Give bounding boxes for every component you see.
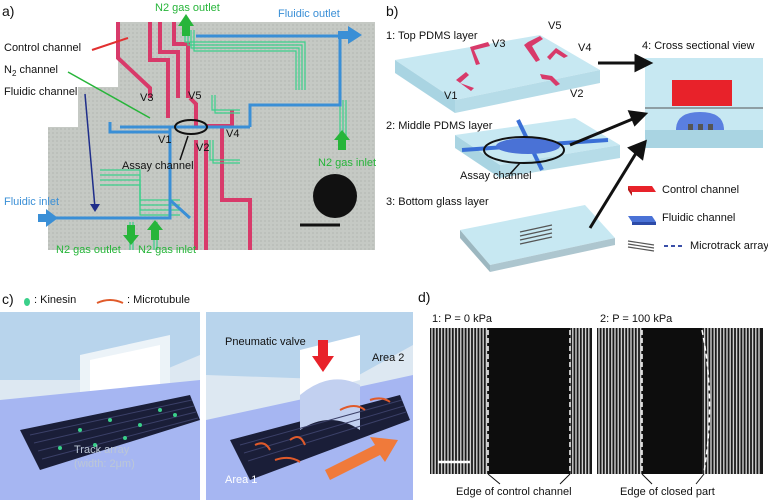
fluidic-inlet-label: Fluidic inlet bbox=[4, 196, 60, 208]
panel-b-label: b) bbox=[386, 3, 399, 19]
edge-control-channel-label: Edge of control channel bbox=[456, 486, 572, 498]
panel-a-label: a) bbox=[2, 3, 15, 19]
flow-arrow bbox=[325, 437, 398, 480]
b-v2-label: V2 bbox=[570, 88, 584, 100]
edge-closed-part-label: Edge of closed part bbox=[620, 486, 715, 498]
kinesin-legend-label: : Kinesin bbox=[34, 294, 77, 306]
fluidic-outlet-arrow bbox=[338, 26, 362, 44]
valve-v2-label: V2 bbox=[196, 142, 210, 154]
middle-pdms-layer-label: 2: Middle PDMS layer bbox=[386, 120, 493, 132]
legend-control-label: Control channel bbox=[662, 184, 740, 196]
valve-v2-shape bbox=[540, 74, 560, 86]
top-pdms-layer-label: 1: Top PDMS layer bbox=[386, 30, 478, 42]
b-v3-label: V3 bbox=[492, 38, 506, 50]
n2-outlet-bottom-arrow bbox=[123, 225, 139, 245]
n2-gas-outlet-bottom-label: N2 gas outlet bbox=[56, 244, 121, 256]
microtubule-legend-icon bbox=[96, 299, 124, 304]
assay-channel-a-label: Assay channel bbox=[122, 160, 194, 172]
pneumatic-valve-label: Pneumatic valve bbox=[225, 336, 306, 348]
n2-gas-inlet-right-label: N2 gas inlet bbox=[318, 157, 377, 169]
panel-d-label: d) bbox=[418, 289, 431, 305]
bottom-glass-layer-label: 3: Bottom glass layer bbox=[386, 196, 489, 208]
pneumatic-valve-arrow bbox=[318, 340, 328, 358]
track-array-label-2: (width: 2μm) bbox=[74, 458, 135, 470]
legend-fluidic-swatch bbox=[628, 216, 656, 225]
valve-v1-label: V1 bbox=[158, 134, 172, 146]
valve-v5-shape bbox=[524, 36, 543, 62]
n2-channel-label: N2 channel bbox=[4, 64, 58, 79]
legend-microtrack-label: Microtrack array bbox=[690, 240, 768, 252]
fluidic-outlet-label: Fluidic outlet bbox=[278, 8, 340, 20]
area-2-label: Area 2 bbox=[372, 352, 405, 364]
legend-fluidic-label: Fluidic channel bbox=[662, 212, 736, 224]
cross-section-label: 4: Cross sectional view bbox=[642, 40, 755, 52]
legend-control-swatch bbox=[628, 186, 656, 196]
valve-v4-label: V4 bbox=[226, 128, 240, 140]
fluidic-inlet-arrow bbox=[38, 209, 58, 227]
legend-microtrack-swatch bbox=[627, 240, 684, 252]
area-1-label: Area 1 bbox=[225, 474, 258, 486]
pressure-0-label: 1: P = 0 kPa bbox=[432, 313, 493, 325]
valve-v4-shape bbox=[547, 48, 568, 60]
valve-v1-shape bbox=[456, 72, 474, 91]
microtubule-legend-label: : Microtubule bbox=[127, 294, 190, 306]
b-assay-channel-label: Assay channel bbox=[460, 170, 532, 182]
panel-c-label: c) bbox=[2, 291, 14, 307]
control-channel-label: Control channel bbox=[4, 42, 82, 54]
b-v1-label: V1 bbox=[444, 90, 458, 102]
valve-v3-label: V3 bbox=[140, 92, 154, 104]
b-v5-label: V5 bbox=[548, 20, 562, 32]
kinesin-legend-icon bbox=[24, 298, 30, 306]
valve-v3-shape bbox=[470, 42, 490, 65]
n2-gas-outlet-top-label: N2 gas outlet bbox=[155, 2, 220, 14]
fluidic-channel-label: Fluidic channel bbox=[4, 86, 78, 98]
track-array-label-1: Track array bbox=[74, 444, 130, 456]
n2-gas-inlet-bottom-label: N2 gas inlet bbox=[138, 244, 197, 256]
n2-outlet-top-arrow bbox=[178, 14, 194, 36]
pressure-100-label: 2: P = 100 kPa bbox=[600, 313, 673, 325]
n2-inlet-bottom-arrow bbox=[147, 220, 163, 240]
n2-inlet-right-arrow bbox=[334, 130, 350, 150]
b-v4-label: V4 bbox=[578, 42, 592, 54]
valve-v5-label: V5 bbox=[188, 90, 202, 102]
